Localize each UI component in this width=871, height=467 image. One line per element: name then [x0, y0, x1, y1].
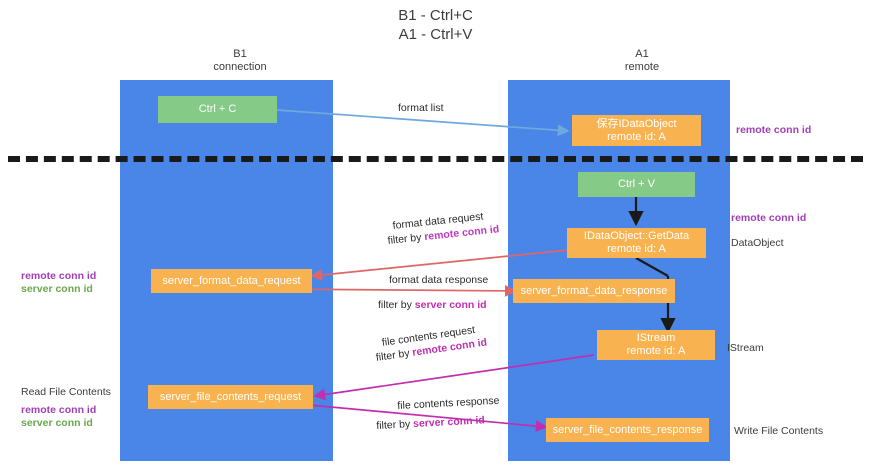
- phase-divider: [8, 156, 863, 162]
- annotation-left-server-conn-id: server conn id: [21, 283, 93, 295]
- filter-value-server-conn-id: server conn id: [414, 299, 487, 311]
- edge-label-format-list: format list: [398, 102, 444, 114]
- annotation-left-read-file-contents: Read File Contents: [21, 386, 111, 398]
- node-server-format-data-request[interactable]: server_format_data_request: [151, 269, 312, 293]
- annotation-left-remote-conn-id: remote conn id: [21, 270, 97, 282]
- filter-prefix: filter by: [378, 299, 415, 311]
- node-server-format-data-response[interactable]: server_format_data_response: [513, 279, 675, 303]
- annotation-right-mid-remote-conn-id: remote conn id: [731, 212, 807, 224]
- lane-header-a1: A1 remote: [624, 48, 660, 73]
- node-save-idataobject[interactable]: 保存IDataObject remote id: A: [572, 115, 701, 146]
- node-ctrl-c[interactable]: Ctrl + C: [158, 96, 277, 123]
- annotation-right-write-file-contents: Write File Contents: [734, 425, 824, 437]
- diagram-title: B1 - Ctrl+C A1 - Ctrl+V: [398, 7, 473, 43]
- annotation-right-dataobject: DataObject: [731, 237, 784, 249]
- edge-label-format-data-response: format data response: [389, 274, 489, 286]
- node-server-file-contents-request[interactable]: server_file_contents_request: [148, 385, 313, 409]
- node-ctrl-v[interactable]: Ctrl + V: [578, 172, 695, 197]
- filter-prefix: filter by: [375, 346, 414, 364]
- annotation-right-istream: IStream: [727, 342, 764, 354]
- filter-prefix: filter by: [387, 231, 425, 247]
- edge-label-format-data-response-filter: filter by server conn id: [378, 298, 487, 313]
- node-idataobject-getdata[interactable]: IDataObject::GetData remote id: A: [567, 228, 706, 258]
- annotation-left-bottom-remote-conn-id: remote conn id: [21, 404, 97, 416]
- edge-label-file-contents-response: file contents response: [397, 394, 500, 412]
- edge-label-file-contents-response-filter: filter by server conn id: [376, 413, 485, 434]
- node-istream[interactable]: IStream remote id: A: [597, 330, 715, 360]
- annotation-right-top-remote-conn-id: remote conn id: [736, 124, 812, 136]
- lane-header-b1: B1 connection: [213, 48, 267, 73]
- filter-value-server-conn-id: server conn id: [412, 414, 486, 431]
- annotation-left-bottom-server-conn-id: server conn id: [21, 417, 93, 429]
- node-server-file-contents-response[interactable]: server_file_contents_response: [546, 418, 709, 442]
- filter-prefix: filter by: [376, 418, 414, 432]
